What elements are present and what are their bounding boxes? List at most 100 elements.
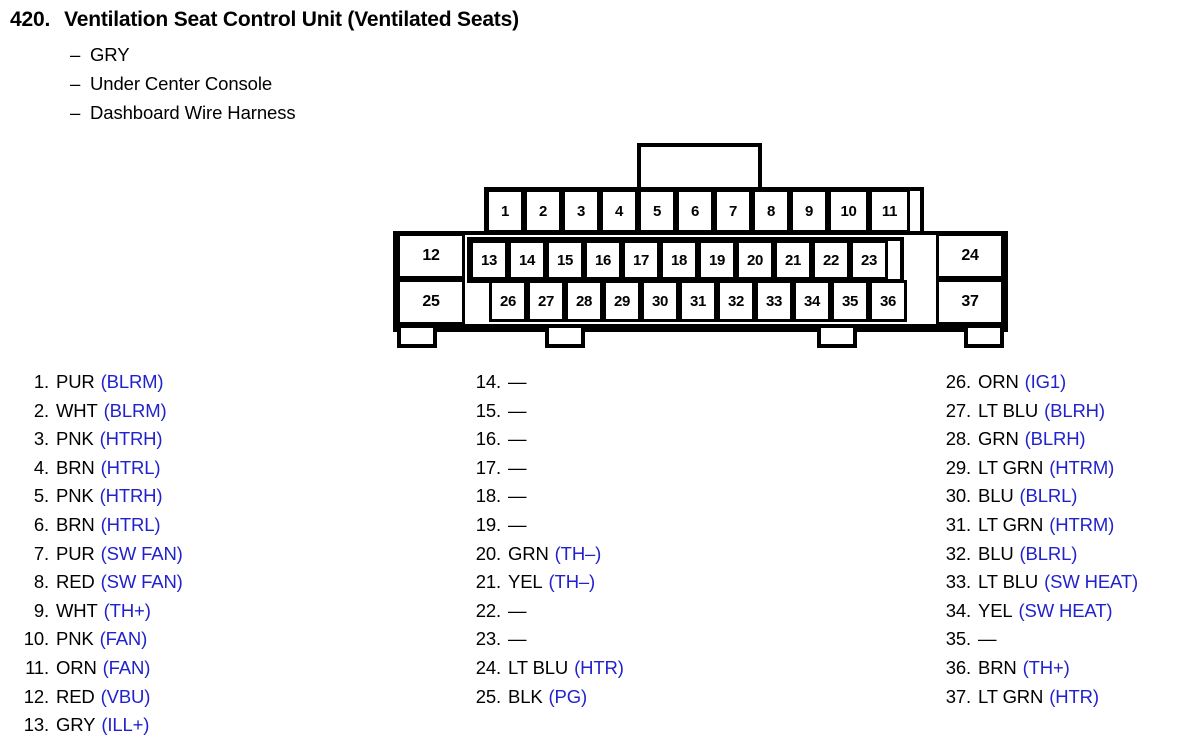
pin-number: 26. <box>945 371 971 392</box>
pin-signal-name: (HTRL) <box>100 513 161 535</box>
bullet-dash-icon: – <box>70 102 81 123</box>
connector-pin-10[interactable]: 10 <box>828 189 869 233</box>
pin-list-row: 26.ORN(IG1) <box>936 371 1138 400</box>
pin-list-row: 21.YEL(TH–) <box>466 571 624 600</box>
pin-signal-name: (BLRL) <box>1019 485 1078 507</box>
pin-number: 17. <box>475 456 501 478</box>
pin-list-row: 6.BRN(HTRL) <box>14 514 183 543</box>
subtitle-connector-color: –GRY <box>70 44 130 66</box>
pin-number: 34. <box>945 599 971 621</box>
pin-number: 25. <box>475 685 501 707</box>
connector-pin-20[interactable]: 20 <box>736 240 774 280</box>
pin-signal-name: (PG) <box>548 685 588 707</box>
pin-list-row: 15.— <box>466 400 624 429</box>
connector-pin-1[interactable]: 1 <box>486 189 524 233</box>
pin-list-row: 37.LT GRN(HTR) <box>936 686 1138 715</box>
connector-pin-29[interactable]: 29 <box>603 280 641 322</box>
pin-number: 8. <box>33 571 49 593</box>
connector-pin-17[interactable]: 17 <box>622 240 660 280</box>
connector-pin-36[interactable]: 36 <box>869 280 907 322</box>
connector-pin-32[interactable]: 32 <box>717 280 755 322</box>
connector-mount-tab <box>964 328 1004 348</box>
pin-number: 32. <box>945 542 971 564</box>
pin-empty-marker: — <box>508 599 527 621</box>
pin-list-row: 34.YEL(SW HEAT) <box>936 600 1138 629</box>
subtitle-harness: –Dashboard Wire Harness <box>70 102 296 124</box>
pin-wire-color: PUR <box>56 542 95 564</box>
pin-list-row: 7.PUR(SW FAN) <box>14 543 183 572</box>
subtitle-text: GRY <box>90 44 130 65</box>
connector-pin-4[interactable]: 4 <box>600 189 638 233</box>
pin-number: 1. <box>33 371 49 392</box>
pin-wire-color: PUR <box>56 371 95 392</box>
pin-list-row: 8.RED(SW FAN) <box>14 571 183 600</box>
connector-pin-27[interactable]: 27 <box>527 280 565 322</box>
pin-signal-name: (TH+) <box>103 599 151 621</box>
pin-list-row: 28.GRN(BLRH) <box>936 428 1138 457</box>
connector-pin-26[interactable]: 26 <box>489 280 527 322</box>
pin-number: 33. <box>945 571 971 593</box>
pin-wire-color: PNK <box>56 428 94 450</box>
pin-empty-marker: — <box>508 485 527 507</box>
pin-number: 5. <box>33 485 49 507</box>
pin-list-row: 33.LT BLU(SW HEAT) <box>936 571 1138 600</box>
connector-pin-9[interactable]: 9 <box>790 189 828 233</box>
pin-wire-color: BRN <box>56 513 95 535</box>
connector-latch-bracket <box>637 143 762 191</box>
connector-pin-18[interactable]: 18 <box>660 240 698 280</box>
connector-pin-35[interactable]: 35 <box>831 280 869 322</box>
connector-pin-14[interactable]: 14 <box>508 240 546 280</box>
pin-number: 12. <box>23 685 49 707</box>
connector-pin-28[interactable]: 28 <box>565 280 603 322</box>
connector-pin-19[interactable]: 19 <box>698 240 736 280</box>
pin-empty-marker: — <box>508 428 527 450</box>
pin-number: 2. <box>33 399 49 421</box>
connector-pin-31[interactable]: 31 <box>679 280 717 322</box>
connector-pin-11[interactable]: 11 <box>869 189 910 233</box>
subtitle-text: Under Center Console <box>90 73 273 94</box>
pin-signal-name: (HTRH) <box>99 428 163 450</box>
connector-pin-23[interactable]: 23 <box>850 240 888 280</box>
pin-empty-marker: — <box>508 399 527 421</box>
connector-base-bar <box>393 324 1008 332</box>
connector-pin-15[interactable]: 15 <box>546 240 584 280</box>
pin-list-row: 11.ORN(FAN) <box>14 657 183 686</box>
connector-pin-5[interactable]: 5 <box>638 189 676 233</box>
connector-pin-16[interactable]: 16 <box>584 240 622 280</box>
pin-list-row: 22. — <box>466 600 624 629</box>
connector-pin-21[interactable]: 21 <box>774 240 812 280</box>
pin-number: 21. <box>475 571 501 593</box>
connector-pin-3[interactable]: 3 <box>562 189 600 233</box>
connector-mount-tab <box>397 328 437 348</box>
pin-list-row: 13.GRY(ILL+) <box>14 714 183 743</box>
pin-wire-color: GRY <box>56 714 96 736</box>
pin-list-row: 12.RED(VBU) <box>14 686 183 715</box>
pin-number: 29. <box>945 456 971 478</box>
connector-pin-2[interactable]: 2 <box>524 189 562 233</box>
pin-wire-color: BLU <box>978 485 1014 507</box>
pin-number: 22. <box>475 599 501 621</box>
connector-pin-24[interactable]: 24 <box>936 233 1004 279</box>
pin-number: 27. <box>945 399 971 421</box>
pin-number: 13. <box>23 714 49 736</box>
connector-pin-22[interactable]: 22 <box>812 240 850 280</box>
connector-pin-7[interactable]: 7 <box>714 189 752 233</box>
connector-pin-6[interactable]: 6 <box>676 189 714 233</box>
pin-wire-color: BRN <box>56 456 95 478</box>
connector-pin-13[interactable]: 13 <box>470 240 508 280</box>
connector-pin-30[interactable]: 30 <box>641 280 679 322</box>
pin-list-row: 36.BRN(TH+) <box>936 657 1138 686</box>
pin-signal-name: (TH–) <box>554 542 602 564</box>
connector-pin-33[interactable]: 33 <box>755 280 793 322</box>
connector-pin-37[interactable]: 37 <box>936 279 1004 325</box>
pin-signal-name: (FAN) <box>99 628 148 650</box>
pin-signal-name: (SW HEAT) <box>1018 599 1113 621</box>
connector-pin-25[interactable]: 25 <box>397 279 465 325</box>
connector-pin-12[interactable]: 12 <box>397 233 465 279</box>
connector-pin-8[interactable]: 8 <box>752 189 790 233</box>
pin-number: 30. <box>945 485 971 507</box>
pin-list-row: 9.WHT(TH+) <box>14 600 183 629</box>
connector-pin-34[interactable]: 34 <box>793 280 831 322</box>
pin-signal-name: (SW FAN) <box>100 571 183 593</box>
pin-signal-name: (HTRH) <box>99 485 163 507</box>
